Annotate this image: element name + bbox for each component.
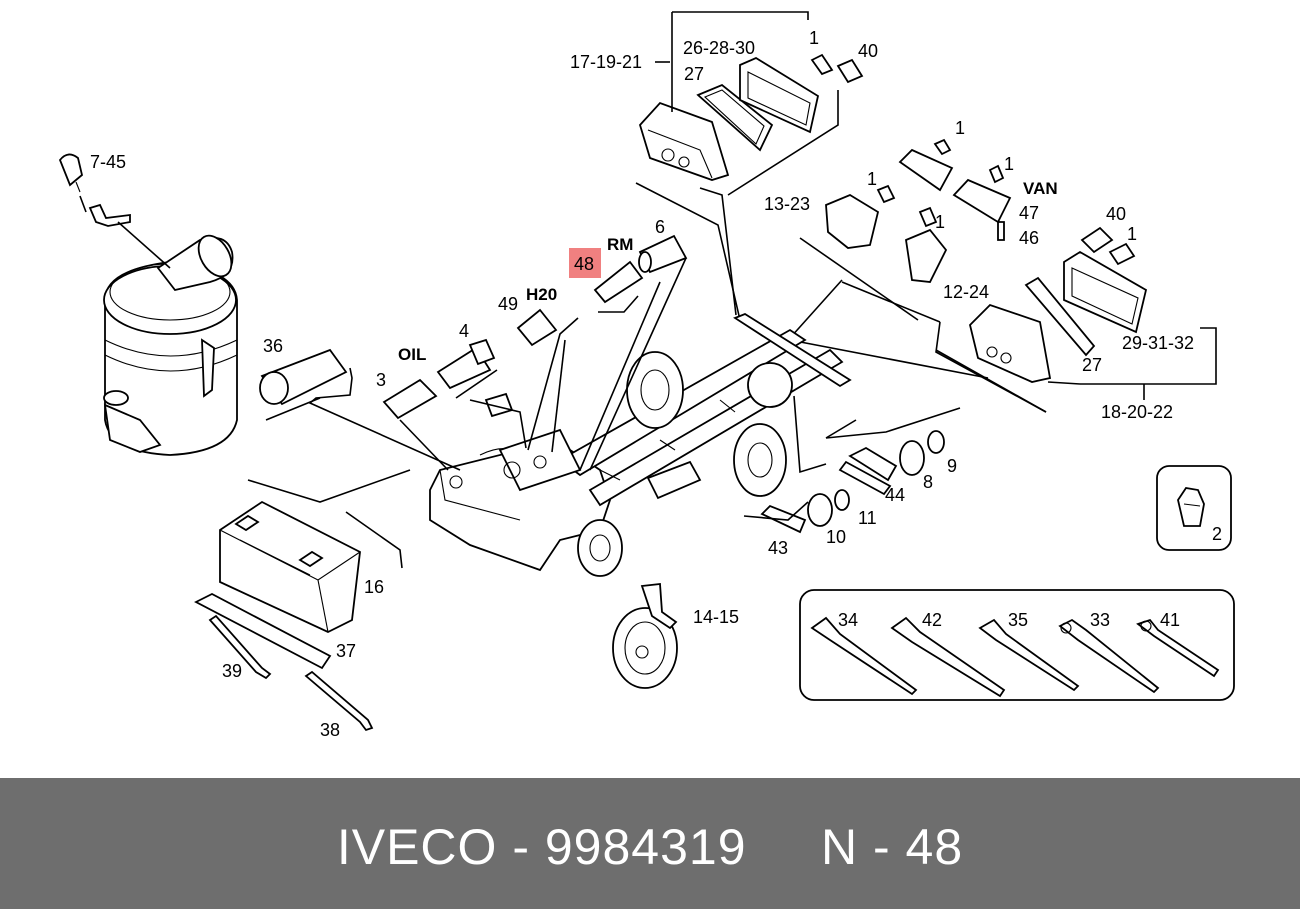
label-39: 39 xyxy=(222,661,242,681)
truck-chassis-part xyxy=(429,312,852,577)
label-38: 38 xyxy=(320,720,340,740)
label-27-top: 27 xyxy=(684,64,704,84)
label-37: 37 xyxy=(336,641,356,661)
label-1-b: 1 xyxy=(1004,154,1014,174)
battery-bracket-part xyxy=(194,592,374,732)
part-number-caption: IVECO - 9984319 N - 48 xyxy=(336,819,964,875)
label-7-45: 7-45 xyxy=(90,152,126,172)
label-49: 49 xyxy=(498,294,518,314)
horn-part xyxy=(612,583,678,689)
clip-box xyxy=(1156,465,1232,551)
label-26-28-30: 26-28-30 xyxy=(683,38,755,58)
label-1-d: 1 xyxy=(935,212,945,232)
label-35: 35 xyxy=(1008,610,1028,630)
side-lamps-part xyxy=(825,138,1148,383)
sensors-part xyxy=(259,234,688,420)
rear-lamp-top-part xyxy=(638,53,864,181)
label-6: 6 xyxy=(655,217,665,237)
highlight-48 xyxy=(569,248,601,278)
label-46: 46 xyxy=(1019,228,1039,248)
label-1-top: 1 xyxy=(809,28,819,48)
label-rm: RM xyxy=(607,235,633,254)
label-27-right: 27 xyxy=(1082,355,1102,375)
label-17-19-21: 17-19-21 xyxy=(570,52,642,72)
label-10: 10 xyxy=(826,527,846,547)
label-33: 33 xyxy=(1090,610,1110,630)
air-filter-part xyxy=(58,153,238,456)
parts-diagram: 7-45 17-19-21 26-28-30 27 1 40 1 1 1 1 V… xyxy=(58,11,1235,740)
pipes-rings-part xyxy=(760,430,945,534)
label-41: 41 xyxy=(1160,610,1180,630)
label-9: 9 xyxy=(947,456,957,476)
label-1-a: 1 xyxy=(955,118,965,138)
label-42: 42 xyxy=(922,610,942,630)
label-43: 43 xyxy=(768,538,788,558)
label-40-right: 40 xyxy=(1106,204,1126,224)
label-4: 4 xyxy=(459,321,469,341)
label-3: 3 xyxy=(376,370,386,390)
label-13-23: 13-23 xyxy=(764,194,810,214)
label-29-31-32: 29-31-32 xyxy=(1122,333,1194,353)
label-44: 44 xyxy=(885,485,905,505)
label-van: VAN xyxy=(1023,179,1058,198)
label-48: 48 xyxy=(574,254,594,274)
label-2: 2 xyxy=(1212,524,1222,544)
battery-part xyxy=(219,500,361,633)
label-34: 34 xyxy=(838,610,858,630)
label-47: 47 xyxy=(1019,203,1039,223)
label-oil: OIL xyxy=(398,345,426,364)
label-36: 36 xyxy=(263,336,283,356)
footer-bar: IVECO - 9984319 N - 48 xyxy=(0,778,1300,909)
label-40-top: 40 xyxy=(858,41,878,61)
label-1-right: 1 xyxy=(1127,224,1137,244)
label-11: 11 xyxy=(858,508,877,528)
label-18-20-22: 18-20-22 xyxy=(1101,402,1173,422)
label-1-c: 1 xyxy=(867,169,877,189)
label-8: 8 xyxy=(923,472,933,492)
label-16: 16 xyxy=(364,577,384,597)
label-h20: H20 xyxy=(526,285,557,304)
cable-ties-box xyxy=(799,589,1235,701)
label-14-15: 14-15 xyxy=(693,607,739,627)
label-12-24: 12-24 xyxy=(943,282,989,302)
